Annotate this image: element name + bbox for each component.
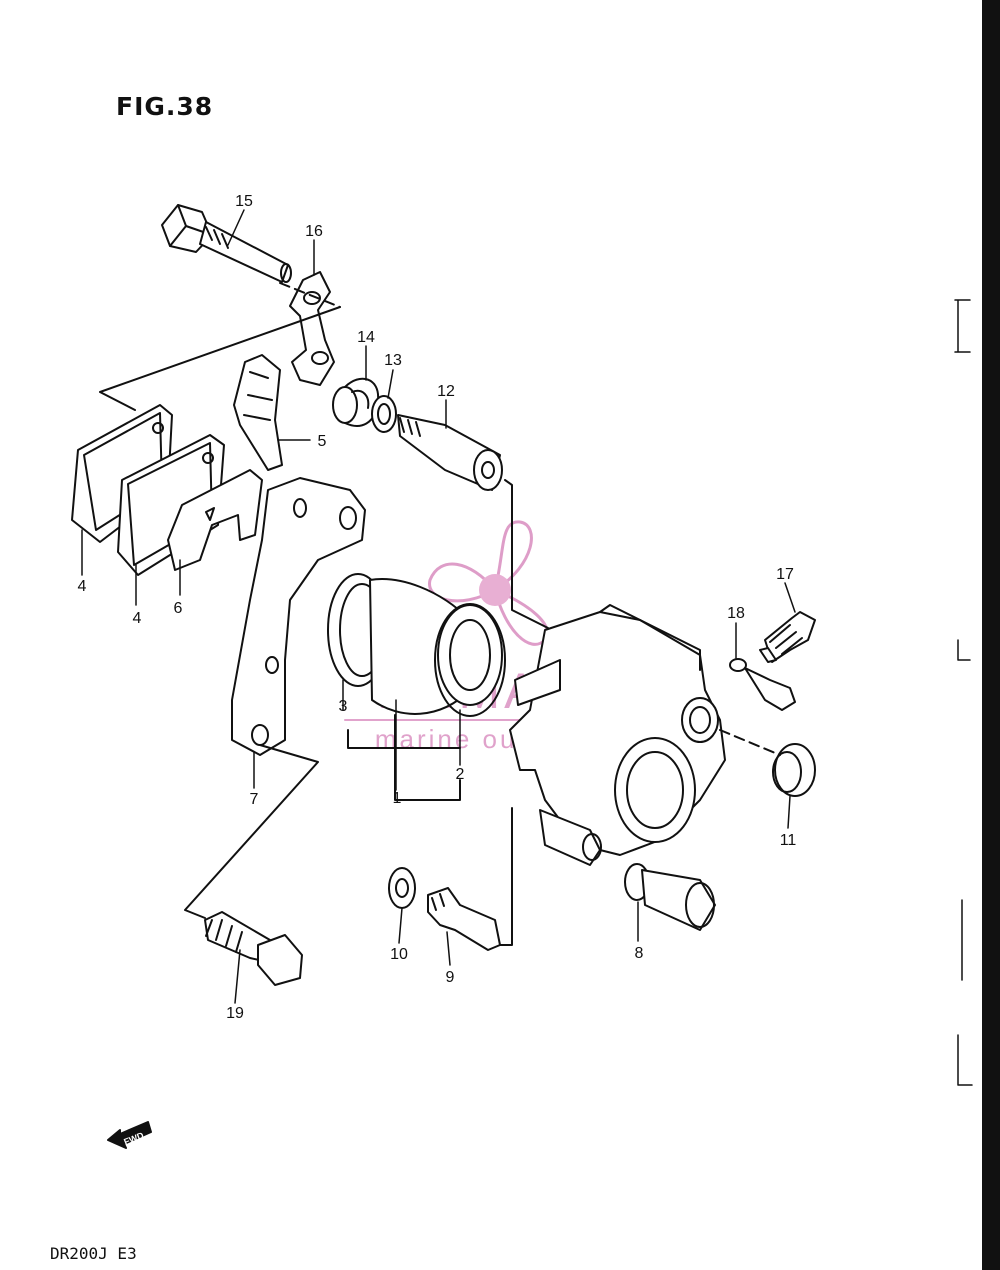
callout-6: 6	[174, 600, 183, 617]
washer	[388, 867, 416, 909]
scan-margin-marks	[954, 299, 973, 1086]
model-code: DR200J E3	[50, 1244, 137, 1263]
callout-4: 4	[78, 578, 87, 595]
caliper-pin	[624, 863, 716, 931]
pad-spring	[233, 354, 283, 471]
callout-12: 12	[437, 383, 455, 400]
plug-leader-line	[719, 729, 781, 756]
dust-seal	[434, 603, 506, 717]
callout-leaders	[81, 209, 796, 1004]
piston-bracket-line	[347, 714, 461, 801]
bracket-bolt	[204, 911, 303, 986]
callout-1: 1	[393, 790, 402, 807]
callout-5: 5	[318, 433, 327, 450]
callout-2: 2	[456, 766, 465, 783]
callout-3: 3	[339, 698, 348, 715]
sealing-ring	[371, 395, 397, 433]
callout-19: 19	[226, 1005, 244, 1022]
slide-pin	[397, 414, 503, 491]
caliper-body	[509, 604, 726, 866]
lock-washer	[289, 271, 335, 386]
pad-shim	[167, 469, 263, 571]
callout-14: 14	[357, 329, 375, 346]
callout-13: 13	[384, 352, 402, 369]
callout-8: 8	[635, 945, 644, 962]
caliper-bolt	[427, 887, 501, 951]
callout-7: 7	[250, 791, 259, 808]
callout-11: 11	[780, 832, 797, 849]
bleeder-valve	[759, 611, 816, 663]
pin-leader-line	[279, 282, 341, 308]
callout-10: 10	[390, 946, 408, 963]
assembly-leader-left	[184, 744, 319, 919]
pad-leader-lines	[99, 306, 341, 411]
callout-9: 9	[446, 969, 455, 986]
callout-17: 17	[776, 566, 794, 583]
bleeder-cap	[729, 658, 796, 711]
callout-16: 16	[305, 223, 323, 240]
callout-labels: 15 16 14 13 12 5 4 4 6 7 3 2 1 17 18 11 10 9 8 19	[78, 193, 797, 1022]
dust-boot	[332, 377, 380, 427]
caliper-bracket	[231, 477, 366, 756]
callout-4: 4	[133, 610, 142, 627]
callout-18: 18	[727, 605, 745, 622]
forward-arrow-icon: FWD	[107, 1121, 152, 1149]
callout-15: 15	[235, 193, 253, 210]
brake-piston	[369, 578, 503, 715]
scan-edge-bar	[982, 0, 1000, 1270]
pad-pin-bolt	[161, 204, 292, 283]
figure-title: FIG.38	[116, 92, 214, 121]
assembly-leader-right	[499, 479, 549, 946]
caliper-plug	[772, 743, 816, 797]
